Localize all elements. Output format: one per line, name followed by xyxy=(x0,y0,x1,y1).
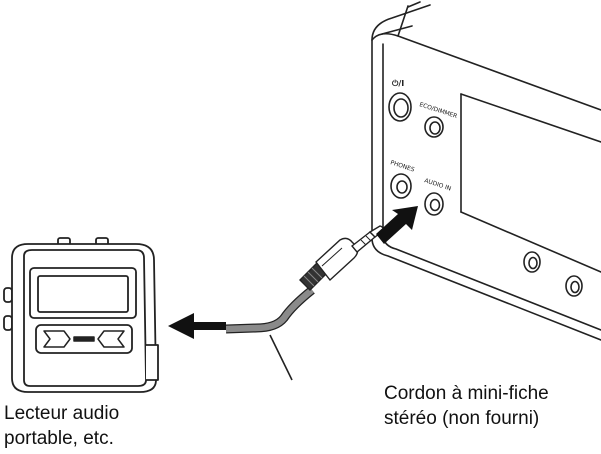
stop-icon xyxy=(73,336,95,342)
play-next-icon xyxy=(43,330,71,348)
player-caption: Lecteur audio portable, etc. xyxy=(4,401,119,451)
connect-arrow xyxy=(168,313,226,339)
player-caption-line1: Lecteur audio xyxy=(4,403,120,424)
audio-in-label: AUDIO IN xyxy=(423,177,452,192)
audio-in-jack xyxy=(424,192,444,216)
stereo-mini-cable xyxy=(225,286,315,334)
cable-caption-line2: stéréo (non fourni) xyxy=(384,408,540,429)
cable-caption: Cordon à mini-fiche stéréo (non fourni) xyxy=(384,381,549,431)
phones-jack xyxy=(390,173,412,199)
power-label: ⏻/I xyxy=(392,79,404,88)
front-buttons xyxy=(523,251,583,297)
phones-label: PHONES xyxy=(389,159,415,173)
play-previous-icon xyxy=(97,330,125,348)
player-controls xyxy=(43,330,125,348)
player-caption-line2: portable, etc. xyxy=(4,428,114,449)
portable-audio-player xyxy=(3,237,159,393)
caption-leader-line xyxy=(269,334,293,381)
eco-dimmer-button xyxy=(424,116,444,138)
insert-arrow xyxy=(376,206,418,244)
mini-plug xyxy=(299,225,384,291)
cable-caption-line1: Cordon à mini-fiche xyxy=(384,383,549,404)
power-button xyxy=(388,92,412,122)
